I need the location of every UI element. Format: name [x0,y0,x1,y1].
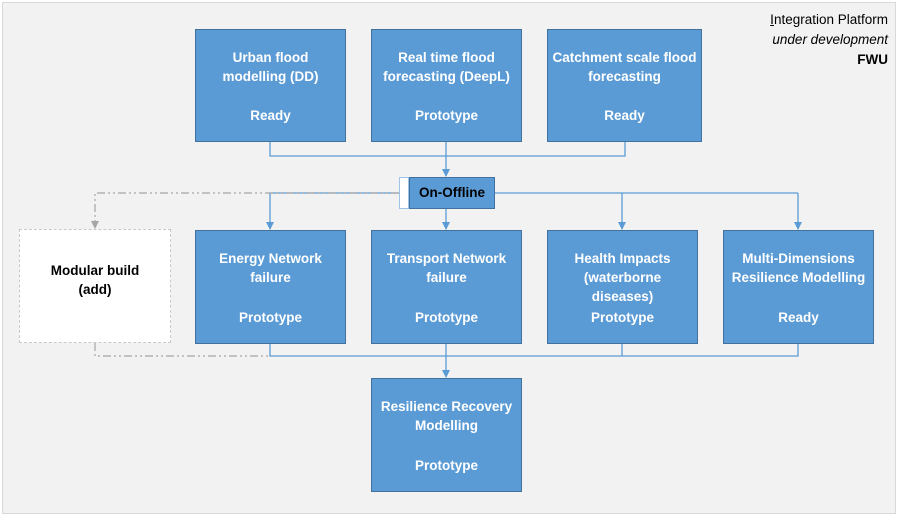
model-box-catchment-forecast[interactable]: Catchment scale flood forecasting Ready [547,29,702,142]
model-title: Catchment scale flood forecasting [552,50,697,84]
model-box-health-impacts[interactable]: Health Impacts (waterborne diseases) Pro… [547,230,698,344]
model-title: Urban flood modelling (DD) [222,50,319,84]
on-offline-switch[interactable]: On-Offline [399,177,495,209]
model-box-transport-network[interactable]: Transport Network failure Prototype [371,230,522,344]
model-status: Prototype [238,310,302,325]
model-status: Prototype [414,458,478,473]
model-status: Ready [250,108,291,123]
connector-top-merge [269,142,626,157]
modular-build-box[interactable]: Modular build (add) [19,229,171,343]
model-title: Health Impacts (waterborne diseases) [574,251,671,304]
model-title: Resilience Recovery Modelling [380,399,513,433]
model-status: Prototype [414,310,478,325]
platform-title: Integration Platform [770,12,888,27]
model-status: Prototype [590,310,654,325]
model-box-urban-flood[interactable]: Urban flood modelling (DD) Ready [195,29,346,142]
model-title: Real time flood forecasting (DeepL) [383,50,510,84]
connector-impacts-merge [269,344,799,357]
platform-owner: FWU [857,52,888,67]
connector-modular-out [94,343,270,357]
connector-modular-in [91,192,399,229]
modular-build-label: Modular build (add) [50,263,140,297]
platform-caption: Integration Platform under development F… [770,10,888,70]
switch-label: On-Offline [409,177,495,209]
model-box-energy-network[interactable]: Energy Network failure Prototype [195,230,346,344]
model-box-realtime-forecast[interactable]: Real time flood forecasting (DeepL) Prot… [371,29,522,142]
model-status: Ready [778,310,819,325]
model-box-resilience-recovery[interactable]: Resilience Recovery Modelling Prototype [371,378,522,492]
model-title: Transport Network failure [386,251,507,285]
switch-knob[interactable] [399,177,409,209]
platform-status: under development [772,32,888,47]
model-status: Ready [604,108,645,123]
model-box-multi-dimensions[interactable]: Multi-Dimensions Resilience Modelling Re… [723,230,874,344]
model-status: Prototype [414,108,478,123]
model-title: Multi-Dimensions Resilience Modelling [731,251,866,285]
model-title: Energy Network failure [219,251,322,285]
